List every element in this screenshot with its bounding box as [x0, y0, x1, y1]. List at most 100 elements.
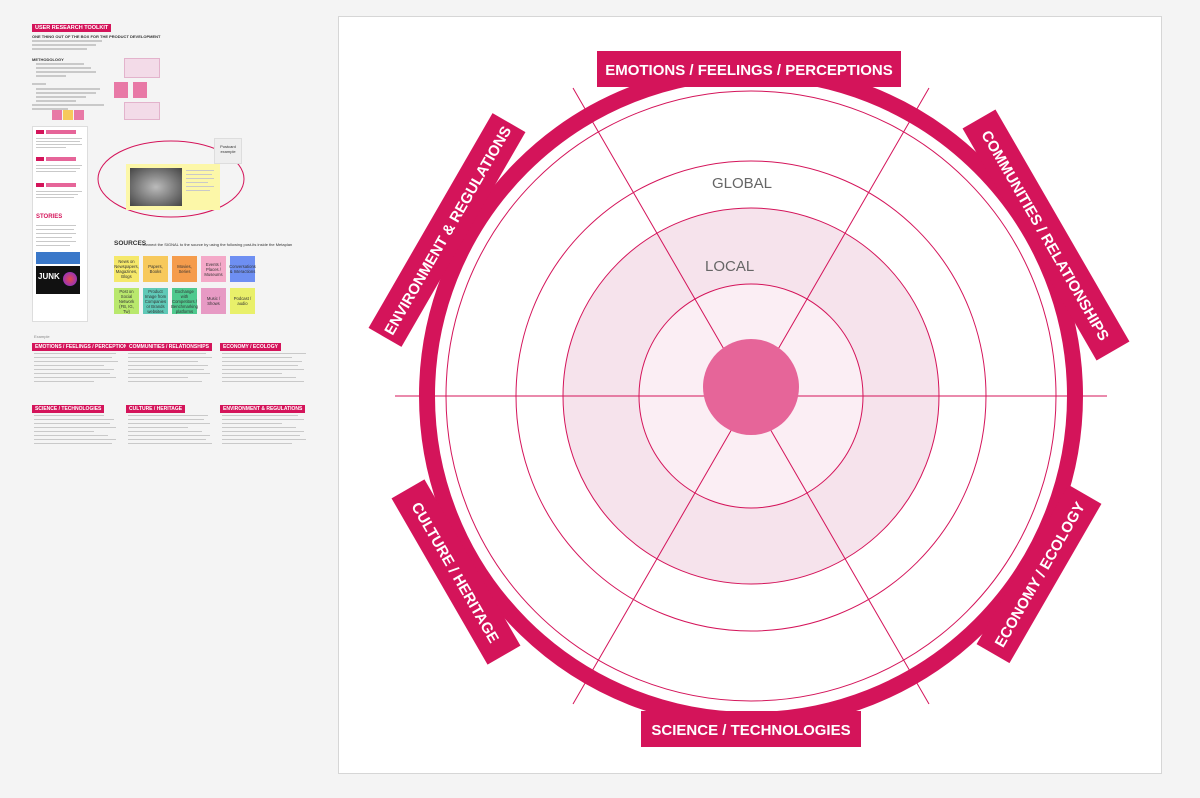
category-header: EMOTIONS / FEELINGS / PERCEPTIONS	[32, 343, 134, 351]
bullet-line	[36, 92, 96, 94]
text-line	[34, 431, 94, 432]
source-sticky[interactable]: Events / Places / Museums	[201, 256, 226, 282]
text-line	[222, 381, 304, 382]
text-line	[34, 373, 110, 374]
text-line	[128, 439, 206, 440]
radar-canvas: GLOBAL LOCAL EMOTIONS / FEELINGS / PERCE…	[338, 16, 1162, 774]
source-sticky[interactable]: News on Newspapers, Magazines, Blogs	[114, 256, 139, 282]
banner-top-right: COMMUNITIES / RELATIONSHIPS	[962, 109, 1130, 361]
story-tag	[46, 157, 76, 161]
text-line	[34, 381, 94, 382]
bullet-line	[36, 88, 100, 90]
text-line	[222, 427, 296, 428]
story-marker	[36, 157, 44, 161]
flow-note	[124, 102, 160, 120]
stories-heading: STORIES	[36, 214, 63, 220]
center-dot	[703, 339, 799, 435]
text-line	[222, 435, 300, 436]
decor-icon	[63, 272, 77, 286]
list-line	[36, 241, 76, 242]
source-sticky[interactable]: Papers, Books	[143, 256, 168, 282]
text-line	[128, 361, 198, 362]
source-sticky[interactable]: Music / Shows	[201, 288, 226, 314]
text-line	[36, 168, 80, 169]
text-line	[186, 170, 214, 171]
junk-label: JUNK	[38, 272, 60, 281]
text-line	[34, 423, 110, 424]
source-sticky[interactable]: Conversations & Interactions	[229, 256, 256, 282]
banner-bottom: SCIENCE / TECHNOLOGIES	[641, 711, 861, 747]
text-line	[128, 373, 210, 374]
category-header: COMMUNITIES / RELATIONSHIPS	[126, 343, 212, 351]
text-line	[34, 361, 118, 362]
text-line	[36, 138, 82, 139]
flow-sticky	[114, 82, 128, 98]
text-line	[128, 365, 208, 366]
example-label: Example	[34, 334, 50, 339]
text-line	[36, 147, 66, 148]
list-line	[36, 245, 70, 246]
text-line	[34, 357, 112, 358]
source-sticky[interactable]: Exchange with Competitors / Benchmarking…	[171, 288, 198, 314]
text-line	[128, 415, 208, 416]
text-line	[34, 439, 116, 440]
toolkit-tag: USER RESEARCH TOOLKIT	[32, 24, 112, 32]
bullet-line	[36, 75, 66, 77]
banner-top-left: ENVIRONMENT & REGULATIONS	[368, 113, 526, 347]
story-tag	[46, 130, 76, 134]
text-line	[32, 40, 102, 42]
bullet-line	[36, 71, 96, 73]
category-header: ENVIRONMENT & REGULATIONS	[220, 405, 306, 413]
bullet-line	[36, 63, 84, 65]
methodology-label: METHODOLOGY	[32, 57, 64, 62]
text-line	[34, 427, 116, 428]
text-line	[128, 435, 210, 436]
text-line	[186, 178, 214, 179]
text-line	[186, 186, 214, 187]
list-line	[36, 229, 74, 230]
text-line	[128, 423, 210, 424]
sources-heading: SOURCES	[114, 240, 147, 247]
source-sticky[interactable]: Movies, Series	[172, 256, 197, 282]
flow-sticky	[133, 82, 147, 98]
banner-top-label: EMOTIONS / FEELINGS / PERCEPTIONS	[605, 62, 893, 79]
global-label: GLOBAL	[712, 175, 772, 192]
text-line	[34, 435, 108, 436]
bullet-line	[36, 67, 91, 69]
banner-bottom-left: CULTURE / HERITAGE	[391, 479, 521, 665]
category-header: SCIENCE / TECHNOLOGIES	[32, 405, 105, 413]
text-line	[128, 353, 206, 354]
text-line	[34, 377, 116, 378]
source-sticky[interactable]: Post on Social Network (FB, IG, Tw)	[114, 288, 139, 314]
banner-bottom-right-label: ECONOMY / ECOLOGY	[992, 499, 1089, 650]
text-line	[222, 431, 304, 432]
text-line	[36, 171, 76, 172]
banner-bottom-label: SCIENCE / TECHNOLOGIES	[651, 722, 850, 739]
text-line	[32, 108, 68, 110]
text-line	[222, 377, 296, 378]
mini-sticky	[74, 110, 84, 120]
toolkit-subtitle: ONE THING OUT OF THE BOX FOR THE PRODUCT…	[32, 34, 161, 39]
list-line	[36, 225, 76, 226]
text-line	[36, 165, 82, 166]
text-line	[222, 415, 298, 416]
text-line	[32, 48, 87, 50]
text-line	[128, 419, 204, 420]
category-header: CULTURE / HERITAGE	[126, 405, 186, 413]
radar-svg: GLOBAL LOCAL EMOTIONS / FEELINGS / PERCE…	[368, 51, 1130, 747]
source-sticky[interactable]: Product Image from Companies or Brands w…	[143, 288, 168, 314]
text-line	[128, 427, 188, 428]
text-line	[128, 443, 212, 444]
bullet-line	[36, 96, 86, 98]
text-line	[222, 361, 302, 362]
banner-top: EMOTIONS / FEELINGS / PERCEPTIONS	[597, 51, 901, 87]
text-line	[34, 415, 104, 416]
text-line	[186, 182, 208, 183]
text-line	[128, 381, 202, 382]
text-line	[222, 419, 304, 420]
source-sticky[interactable]: Podcast / audio	[230, 288, 255, 314]
text-line	[128, 369, 204, 370]
bullet-line	[36, 100, 76, 102]
text-line	[34, 443, 112, 444]
text-line	[32, 83, 46, 85]
